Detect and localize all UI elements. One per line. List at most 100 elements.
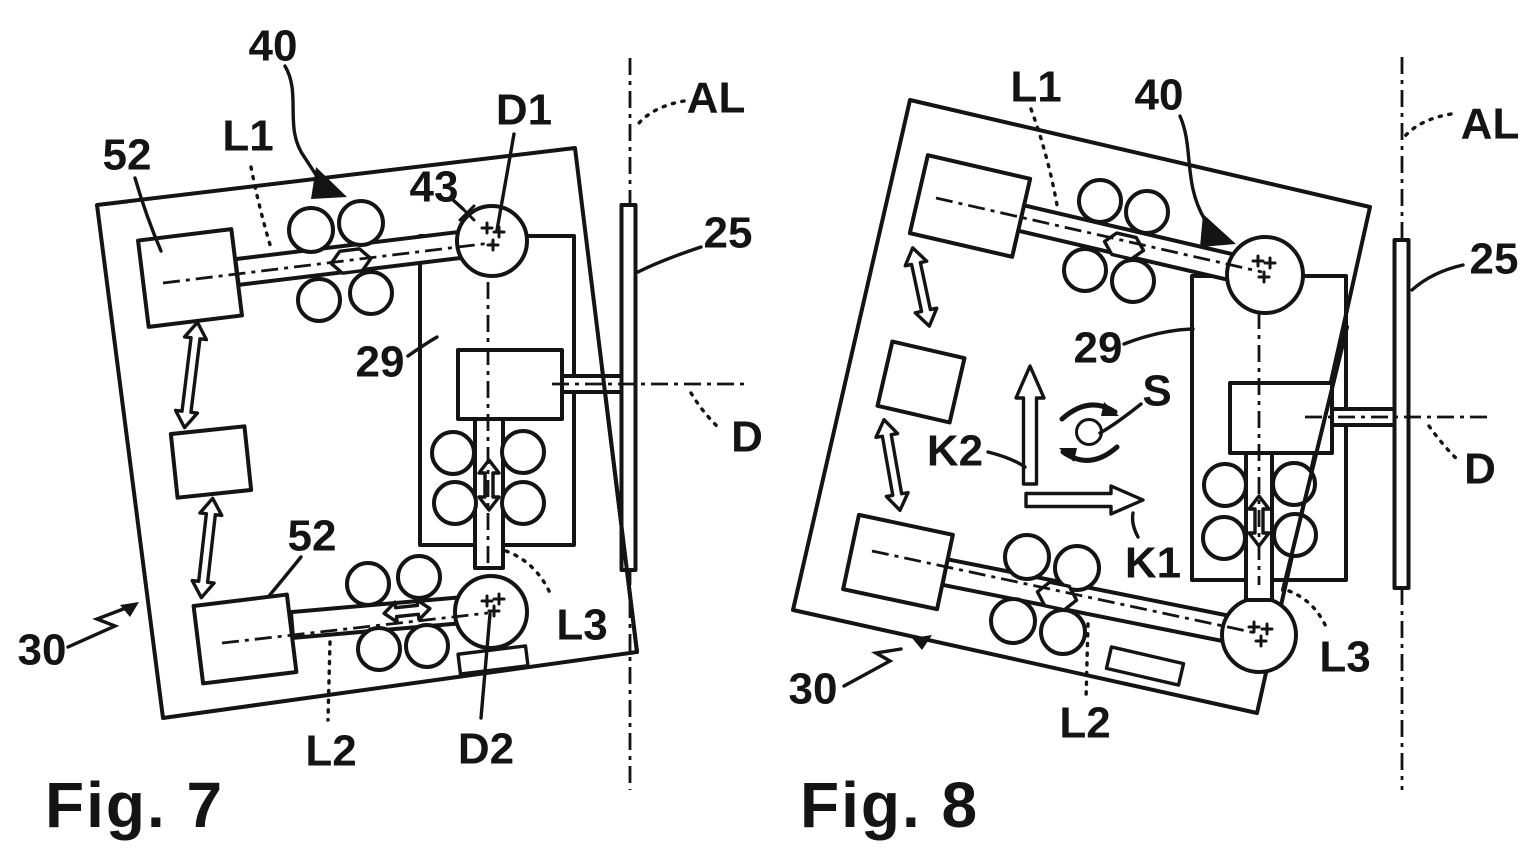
label-l2: L2 <box>305 727 356 776</box>
rotor-marks <box>1247 620 1274 648</box>
rotor-marks <box>480 592 506 618</box>
label-29: 29 <box>356 338 405 387</box>
axes <box>162 58 750 790</box>
roller <box>1201 515 1247 561</box>
rotor-marks <box>1251 254 1277 284</box>
leader-d1 <box>495 132 516 232</box>
coupling-nut <box>1102 231 1146 261</box>
arrowhead-30 <box>120 602 139 617</box>
label-k2: K2 <box>927 427 983 476</box>
figure-caption: Fig. 7 <box>45 769 224 841</box>
tool-block <box>456 348 564 421</box>
roller <box>1062 247 1108 293</box>
leaders <box>842 107 1465 702</box>
label-52-upper: 52 <box>103 131 152 180</box>
label-d: D <box>1464 445 1496 494</box>
double-arrow-icon <box>173 320 209 430</box>
roller <box>432 480 478 526</box>
rotation-arc-top-head <box>1101 402 1119 416</box>
actuator-block <box>875 339 967 425</box>
double-arrow-icon <box>903 246 939 328</box>
roller <box>1110 258 1156 304</box>
label-25: 25 <box>704 209 753 258</box>
figure-8: L1 40 AL 25 29 S K2 K1 D 30 L2 L3 Fig. 8 <box>789 57 1520 841</box>
leader-40 <box>1178 114 1207 222</box>
leader-al <box>633 99 686 130</box>
leader-al <box>1403 112 1453 138</box>
label-l1: L1 <box>222 112 273 161</box>
cross-mark-43 <box>458 204 476 222</box>
label-l3: L3 <box>1319 633 1370 682</box>
leader-l3 <box>504 549 553 597</box>
roller <box>1003 533 1051 581</box>
leader-k2 <box>986 450 1027 469</box>
slide-plate <box>1104 645 1186 687</box>
leader-l1 <box>1029 107 1059 207</box>
label-40: 40 <box>1135 71 1184 120</box>
l2-axis <box>221 611 489 645</box>
l1-axis <box>162 241 492 285</box>
roller <box>396 554 442 600</box>
top-linear-module <box>136 199 529 329</box>
top-linear-module <box>907 153 1305 315</box>
leader-52-lower <box>267 555 303 598</box>
leader-d <box>689 391 722 431</box>
leader-30 <box>842 647 903 688</box>
roller <box>989 597 1037 645</box>
leader-d <box>1427 424 1461 463</box>
roller <box>1124 189 1170 235</box>
roller <box>1039 608 1087 656</box>
roller <box>430 430 476 476</box>
leader-k1 <box>1130 511 1140 539</box>
plate-edge-overlay <box>1281 325 1349 592</box>
leaders <box>66 64 722 722</box>
figure-7: 40 52 L1 D1 43 AL 25 29 D 52 30 L2 D2 L3… <box>18 22 763 842</box>
label-25: 25 <box>1470 235 1519 284</box>
label-d: D <box>731 413 763 462</box>
double-arrow-icon <box>382 598 432 624</box>
arrow-k1 <box>1024 484 1145 516</box>
double-arrow-icon <box>874 417 910 513</box>
leader-l1 <box>249 165 273 250</box>
alignment-bar <box>1392 238 1411 590</box>
label-al: AL <box>687 74 746 123</box>
label-l1: L1 <box>1010 63 1061 112</box>
leader-s <box>1098 402 1143 435</box>
leader-25 <box>636 245 703 274</box>
bottom-linear-module <box>841 512 1298 687</box>
leader-25 <box>1410 263 1465 292</box>
actuator-block <box>168 424 254 500</box>
roller <box>296 277 342 323</box>
label-al: AL <box>1461 100 1520 149</box>
label-s: S <box>1142 367 1171 416</box>
leader-l3 <box>1287 589 1329 631</box>
leader-52-upper <box>133 176 163 253</box>
label-43: 43 <box>410 163 459 212</box>
leader-l2 <box>1084 622 1090 702</box>
leader-d2 <box>479 612 492 720</box>
label-d2: D2 <box>458 725 514 774</box>
roller <box>500 480 546 526</box>
roller <box>356 626 402 672</box>
roller <box>337 199 385 247</box>
roller <box>1202 462 1248 508</box>
alignment-bar <box>619 203 638 572</box>
roller <box>1053 544 1101 592</box>
roller <box>500 429 546 475</box>
rotation-arc-bottom-head <box>1059 448 1077 462</box>
label-d1: D1 <box>496 86 552 135</box>
roller <box>348 270 394 316</box>
arrowhead-40 <box>1200 214 1236 247</box>
label-l3: L3 <box>556 601 607 650</box>
leader-29 <box>1122 327 1195 346</box>
drive-block <box>841 512 955 612</box>
leader-40 <box>283 64 320 180</box>
roller <box>404 623 450 669</box>
slide-plate <box>456 644 530 676</box>
arrowhead-40 <box>311 167 347 199</box>
rotor-disc <box>1220 596 1298 674</box>
left-actuator-column <box>874 246 967 513</box>
l1-axis <box>935 196 1263 274</box>
